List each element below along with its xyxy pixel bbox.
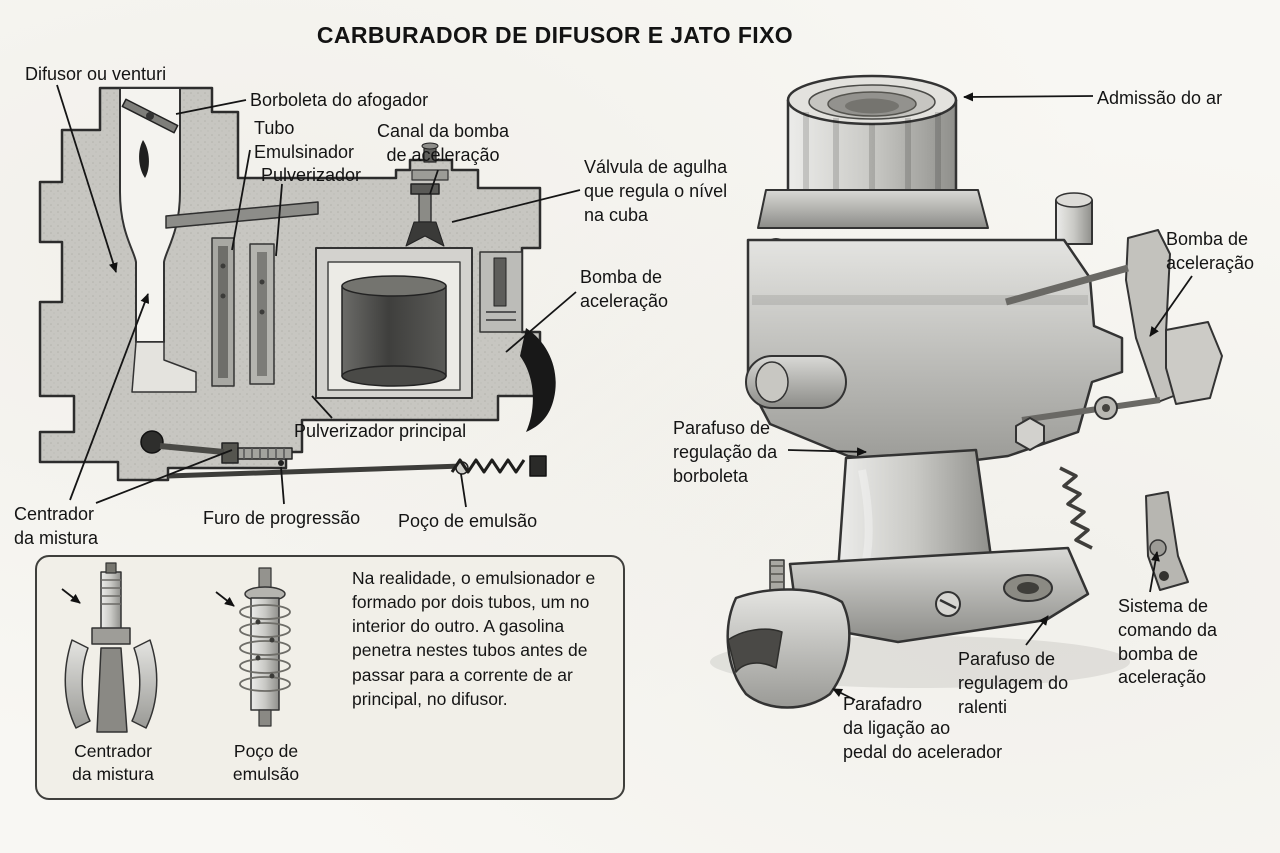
clevis-stud bbox=[769, 559, 785, 595]
leader-admissao bbox=[963, 92, 1094, 102]
choke-butterfly bbox=[121, 98, 179, 134]
leader-tubo-emulsinador bbox=[231, 149, 251, 251]
float bbox=[341, 285, 447, 377]
leader-centrador-a bbox=[69, 293, 150, 501]
label-bomba-aceleracao-dir: Bomba de aceleração bbox=[1166, 229, 1255, 273]
flange-screw bbox=[764, 238, 788, 262]
progression-hole bbox=[278, 460, 284, 466]
rod-spring bbox=[450, 458, 526, 474]
leader-pulverizador bbox=[275, 183, 283, 257]
float-bowl bbox=[315, 247, 473, 399]
body-screw bbox=[911, 285, 933, 307]
idle-screw bbox=[935, 591, 961, 617]
label-tubo-emulsinador: Tubo Emulsinador bbox=[254, 118, 355, 162]
label-sistema-comando: Sistema de comando da bomba de aceleraçã… bbox=[1118, 596, 1218, 688]
label-bomba-aceleracao-esq: Bomba de aceleração bbox=[580, 267, 669, 311]
pivot-screw bbox=[1094, 396, 1118, 420]
inset-paragraph: Na realidade, o emulsionador e formado p… bbox=[352, 568, 596, 709]
label-difusor-ou-venturi: Difusor ou venturi bbox=[25, 64, 167, 84]
linkage-rod-upper bbox=[1005, 264, 1129, 306]
label-centrador-mistura: Centrador da mistura bbox=[14, 504, 99, 548]
leader-sistema bbox=[1149, 551, 1160, 593]
inset-caption-centrador: Centrador da mistura bbox=[72, 741, 154, 784]
emulsion-tube-inner bbox=[249, 243, 275, 385]
air-horn-rim bbox=[786, 74, 958, 126]
venturi-channel bbox=[119, 87, 181, 343]
hex-bolt bbox=[1015, 417, 1045, 451]
base-flange bbox=[788, 546, 1090, 644]
leader-canal-bomba bbox=[429, 169, 439, 195]
accel-pump-chamber bbox=[479, 251, 523, 333]
leader-difusor bbox=[56, 84, 118, 273]
fuel-inlet-boss bbox=[745, 355, 847, 409]
linkage-cam-plate bbox=[1165, 321, 1223, 405]
choke-lever bbox=[139, 140, 149, 178]
label-admissao-ar: Admissão do ar bbox=[1097, 88, 1223, 108]
label-borboleta-afogador: Borboleta do afogador bbox=[250, 90, 429, 110]
emulsion-tube-outer bbox=[211, 237, 235, 387]
mixture-outlet bbox=[131, 341, 197, 393]
leader-parafuso-borboleta bbox=[787, 447, 867, 457]
label-poco-emulsao: Poço de emulsão bbox=[398, 511, 538, 531]
label-valvula-agulha: Válvula de agulha que regula o nível na … bbox=[584, 157, 728, 225]
leader-valvula bbox=[451, 189, 581, 223]
inset-caption-poco: Poço de emulsão bbox=[232, 741, 300, 784]
leader-bomba-esq bbox=[505, 291, 577, 353]
label-parafuso-pedal: Parafadro da ligação ao pedal do acelera… bbox=[843, 694, 1003, 762]
label-furo-progressao: Furo de progressão bbox=[203, 508, 361, 528]
air-horn-cylinder bbox=[786, 100, 958, 220]
pump-piston bbox=[1055, 199, 1093, 245]
clevis-nut bbox=[753, 589, 807, 619]
leader-furo bbox=[280, 466, 285, 505]
leader-pulv-principal bbox=[311, 395, 333, 419]
throttle-body-column bbox=[836, 448, 994, 574]
throttle-lever bbox=[520, 328, 556, 432]
leader-poco bbox=[460, 473, 467, 508]
horn-base-flange bbox=[757, 189, 989, 229]
linkage-rod-lower bbox=[1021, 397, 1161, 423]
leader-bomba-dir bbox=[1149, 275, 1193, 337]
leader-borboleta bbox=[175, 99, 247, 115]
main-body bbox=[746, 238, 1124, 468]
return-spring bbox=[1059, 466, 1093, 550]
leader-ralenti bbox=[1025, 615, 1049, 646]
label-parafuso-borboleta: Parafuso de regulação da borboleta bbox=[673, 418, 778, 486]
needle-valve-stem bbox=[418, 191, 432, 223]
label-canal-bomba: Canal da bomba de aceleração bbox=[376, 121, 510, 165]
mixture-screw-shaft bbox=[237, 447, 293, 460]
leader-centrador-b bbox=[95, 449, 233, 504]
throttle-rod bbox=[167, 463, 463, 479]
mount-hole bbox=[1003, 574, 1053, 602]
page-title: CARBURADOR DE DIFUSOR E JATO FIXO bbox=[316, 22, 794, 48]
clevis-slot bbox=[727, 628, 783, 673]
ball-joint bbox=[140, 430, 164, 454]
label-pulverizador: Pulverizador bbox=[261, 165, 362, 185]
label-parafuso-ralenti: Parafuso de regulagem do ralenti bbox=[958, 649, 1069, 717]
label-pulverizador-principal: Pulverizador principal bbox=[294, 421, 467, 441]
spray-nozzle-arm bbox=[165, 201, 319, 229]
pump-command-bracket bbox=[1145, 491, 1189, 591]
mixture-screw-head bbox=[221, 442, 239, 464]
needle-valve-pivot bbox=[405, 221, 445, 247]
clevis-fork bbox=[726, 588, 851, 709]
